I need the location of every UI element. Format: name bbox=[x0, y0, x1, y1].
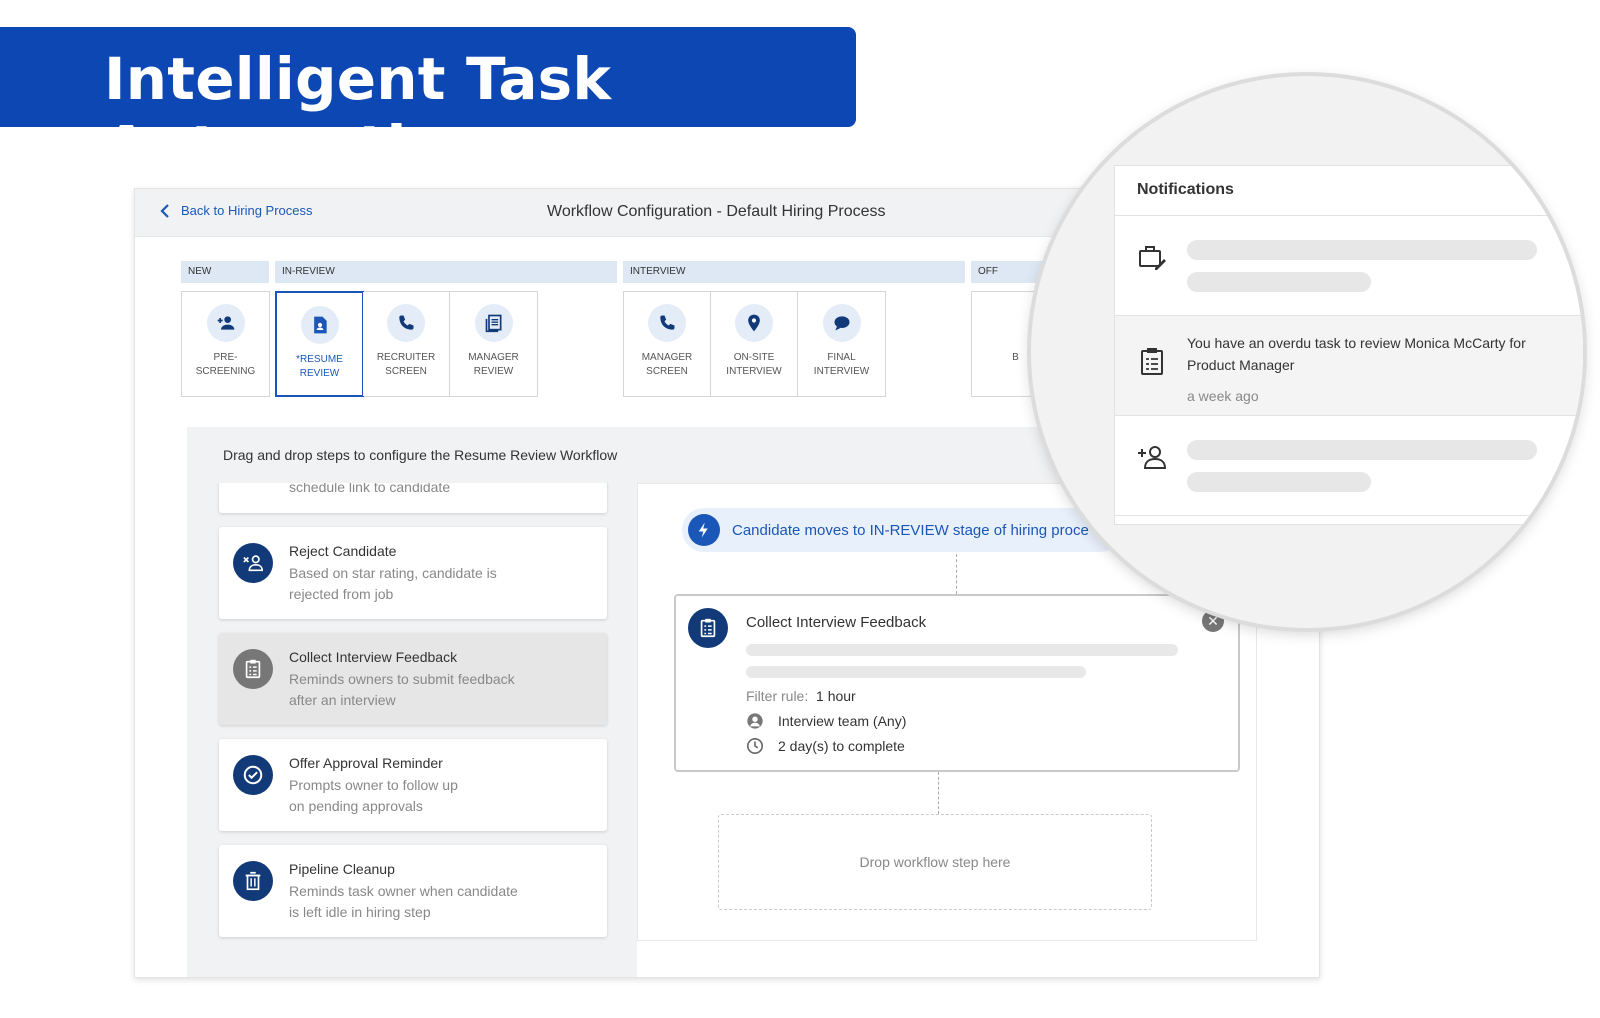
stage-header-new: NEW bbox=[181, 261, 269, 283]
notification-item[interactable] bbox=[1115, 216, 1583, 316]
skeleton-line bbox=[746, 666, 1086, 678]
title-banner: Intelligent Task Automation bbox=[0, 27, 856, 181]
stage-step-manager-review[interactable]: MANAGER REVIEW bbox=[450, 292, 537, 396]
filter-rule-value: 1 hour bbox=[816, 688, 856, 704]
due-text: 2 day(s) to complete bbox=[778, 738, 905, 754]
trigger-text: Candidate moves to IN-REVIEW stage of hi… bbox=[732, 521, 1089, 539]
back-link[interactable]: Back to Hiring Process bbox=[159, 203, 313, 218]
stage-step-on-site-interview[interactable]: ON-SITE INTERVIEW bbox=[711, 292, 798, 396]
user-circle-icon bbox=[747, 713, 763, 729]
stage-header-offer: OFF bbox=[971, 261, 1051, 283]
library-card-title: Collect Interview Feedback bbox=[289, 649, 458, 665]
stage-step-label: RECRUITER SCREEN bbox=[376, 352, 436, 377]
verified-badge-icon bbox=[243, 765, 263, 785]
skeleton-line bbox=[1187, 472, 1371, 492]
library-card-desc: Based on star rating, candidate is rejec… bbox=[289, 565, 497, 602]
workflow-canvas: Candidate moves to IN-REVIEW stage of hi… bbox=[637, 483, 1257, 941]
stage-step-label: B bbox=[1012, 352, 1019, 363]
lightning-icon bbox=[698, 522, 708, 538]
stage-step-pre-screening[interactable]: PRE- SCREENING bbox=[182, 292, 269, 396]
stage-header-interview: INTERVIEW bbox=[623, 261, 965, 283]
stage-step-label: FINAL INTERVIEW bbox=[813, 352, 870, 377]
library-card-pipeline-cleanup[interactable]: Pipeline Cleanup Reminds task owner when… bbox=[219, 845, 607, 937]
stage-tiles-interview: MANAGER SCREEN ON-SITE INTERVIEW FINAL I… bbox=[623, 291, 886, 397]
close-icon[interactable]: ✕ bbox=[1202, 610, 1224, 632]
list-document-icon bbox=[485, 314, 501, 333]
skeleton-line bbox=[1187, 240, 1537, 260]
assignee-text: Interview team (Any) bbox=[778, 713, 907, 729]
stage-step-manager-screen[interactable]: MANAGER SCREEN bbox=[624, 292, 711, 396]
stage-tiles-in-review: *RESUME REVIEW RECRUITER SCREEN MANAGER … bbox=[275, 291, 538, 397]
notification-text: You have an overdu task to review Monica… bbox=[1187, 335, 1526, 373]
workflow-step-card[interactable]: Collect Interview Feedback ✕ Filter rule… bbox=[674, 594, 1240, 772]
skeleton-line bbox=[1187, 440, 1537, 460]
clock-icon bbox=[746, 737, 764, 755]
clipboard-icon bbox=[700, 618, 716, 638]
library-card-title: Reject Candidate bbox=[289, 543, 397, 559]
add-person-icon bbox=[217, 316, 234, 330]
notifications-magnifier: Notifications You have an overdu task to… bbox=[1031, 76, 1583, 628]
banner-title: Intelligent Task Automation bbox=[104, 45, 612, 181]
location-pin-icon bbox=[748, 314, 760, 332]
briefcase-edit-icon bbox=[1139, 246, 1166, 270]
chevron-left-icon bbox=[160, 203, 169, 218]
step-library: schedule link to candidate Reject Candid… bbox=[187, 483, 637, 977]
trash-icon bbox=[245, 871, 261, 891]
connector-line bbox=[938, 772, 939, 814]
chat-bubble-icon bbox=[834, 316, 849, 331]
notifications-panel: Notifications You have an overdu task to… bbox=[1114, 165, 1583, 525]
assignee-row: Interview team (Any) bbox=[746, 712, 906, 730]
document-icon bbox=[313, 316, 327, 334]
library-card-reject-candidate[interactable]: Reject Candidate Based on star rating, c… bbox=[219, 527, 607, 619]
stage-step-final-interview[interactable]: FINAL INTERVIEW bbox=[798, 292, 885, 396]
back-link-label: Back to Hiring Process bbox=[181, 203, 313, 218]
library-card-offer-approval[interactable]: Offer Approval Reminder Prompts owner to… bbox=[219, 739, 607, 831]
stage-header-in-review: IN-REVIEW bbox=[275, 261, 617, 283]
library-card-title: Offer Approval Reminder bbox=[289, 755, 443, 771]
library-card-desc: Reminds owners to submit feedback after … bbox=[289, 671, 515, 708]
connector-line bbox=[956, 554, 957, 594]
library-card-title: Pipeline Cleanup bbox=[289, 861, 395, 877]
stage-step-label: *RESUME REVIEW bbox=[296, 354, 343, 379]
drop-zone[interactable]: Drop workflow step here bbox=[718, 814, 1152, 910]
due-row: 2 day(s) to complete bbox=[746, 737, 905, 755]
stage-step-recruiter-screen[interactable]: RECRUITER SCREEN bbox=[363, 292, 450, 396]
library-card[interactable]: schedule link to candidate bbox=[219, 483, 607, 513]
library-card-desc: schedule link to candidate bbox=[289, 483, 451, 495]
add-person-icon bbox=[1138, 446, 1167, 469]
workflow-step-title: Collect Interview Feedback bbox=[746, 614, 927, 631]
notification-item[interactable] bbox=[1115, 416, 1583, 516]
notifications-title: Notifications bbox=[1115, 166, 1583, 216]
filter-rule: Filter rule: 1 hour bbox=[746, 688, 856, 704]
filter-rule-label: Filter rule: bbox=[746, 688, 809, 704]
library-card-collect-feedback[interactable]: Collect Interview Feedback Reminds owner… bbox=[219, 633, 607, 725]
phone-icon bbox=[399, 315, 414, 330]
stage-step-label: PRE- SCREENING bbox=[195, 352, 256, 377]
stage-step-label: MANAGER SCREEN bbox=[641, 352, 693, 377]
skeleton-line bbox=[746, 644, 1178, 656]
workflow-trigger: Candidate moves to IN-REVIEW stage of hi… bbox=[682, 508, 1122, 552]
skeleton-line bbox=[1187, 272, 1371, 292]
page-title: Workflow Configuration - Default Hiring … bbox=[547, 203, 886, 220]
stage-step-label: MANAGER REVIEW bbox=[468, 352, 519, 377]
clipboard-icon bbox=[1141, 348, 1163, 375]
stage-tiles-new: PRE- SCREENING bbox=[181, 291, 270, 397]
stage-step-resume-review[interactable]: *RESUME REVIEW bbox=[275, 291, 364, 397]
stage-step-label: ON-SITE INTERVIEW bbox=[726, 352, 782, 377]
notification-item[interactable]: You have an overdu task to review Monica… bbox=[1115, 316, 1583, 416]
phone-icon bbox=[660, 315, 675, 330]
builder-hint: Drag and drop steps to configure the Res… bbox=[187, 427, 1187, 483]
remove-person-icon bbox=[243, 555, 263, 572]
library-card-desc: Prompts owner to follow up on pending ap… bbox=[289, 777, 458, 814]
notification-time: a week ago bbox=[1187, 388, 1259, 404]
library-card-desc: Reminds task owner when candidate is lef… bbox=[289, 883, 518, 920]
clipboard-icon bbox=[245, 659, 261, 679]
